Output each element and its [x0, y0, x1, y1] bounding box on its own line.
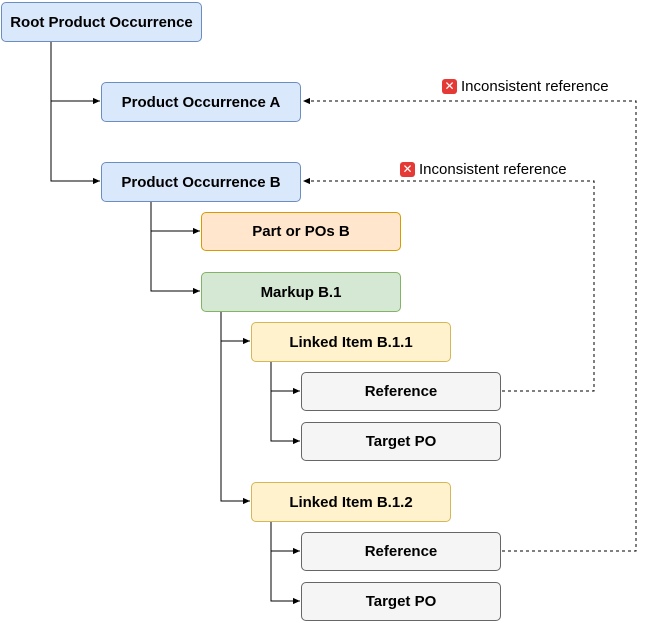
reference-b11: Reference: [301, 372, 501, 411]
edge-root-to-po-b: [50, 101, 100, 185]
warning-b-text: Inconsistent reference: [419, 161, 567, 178]
linked-item-b11: Linked Item B.1.1: [251, 322, 451, 362]
part-b-label: Part or POs B: [252, 223, 350, 240]
reference-b12: Reference: [301, 532, 501, 571]
warning-inconsistent-reference-b: ✕ Inconsistent reference: [400, 161, 567, 178]
edge-linked-2-to-target: [270, 551, 300, 605]
linked-item-b12: Linked Item B.1.2: [251, 482, 451, 522]
ref-1-label: Reference: [364, 383, 438, 400]
target-2-label: Target PO: [365, 593, 437, 610]
linked-1-label: Linked Item B.1.1: [289, 333, 413, 351]
target-po-b11: Target PO: [301, 422, 501, 461]
ref-2-label: Reference: [364, 543, 438, 560]
product-occurrence-a: Product Occurrence A: [101, 82, 301, 122]
target-1-label: Target PO: [365, 433, 437, 450]
root-label: Root Product Occurrence: [10, 13, 193, 31]
edge-linked-2-to-ref: [270, 522, 300, 555]
markup-b1: Markup B.1: [201, 272, 401, 312]
target-po-b12: Target PO: [301, 582, 501, 621]
warning-inconsistent-reference-a: ✕ Inconsistent reference: [442, 78, 609, 95]
x-mark-icon: ✕: [400, 162, 415, 177]
edge-po-b-to-part: [150, 202, 200, 235]
edge-linked-1-to-ref: [270, 362, 300, 395]
linked-2-label: Linked Item B.1.2: [289, 493, 413, 511]
product-occurrence-b: Product Occurrence B: [101, 162, 301, 202]
warning-a-text: Inconsistent reference: [461, 78, 609, 95]
edge-linked-1-to-target: [270, 391, 300, 445]
po-b-label: Product Occurrence B: [121, 173, 281, 191]
part-or-pos-b: Part or POs B: [201, 212, 401, 251]
x-mark-icon: ✕: [442, 79, 457, 94]
edge-root-to-po-a: [50, 42, 100, 105]
po-a-label: Product Occurrence A: [121, 93, 281, 111]
edge-markup-to-linked-2: [220, 341, 250, 505]
edge-markup-to-linked-1: [220, 312, 250, 345]
markup-label: Markup B.1: [260, 283, 342, 301]
dashed-ref-2-to-po-a: [303, 97, 637, 552]
edge-po-b-to-markup: [150, 231, 200, 295]
root-product-occurrence: Root Product Occurrence: [1, 2, 202, 42]
